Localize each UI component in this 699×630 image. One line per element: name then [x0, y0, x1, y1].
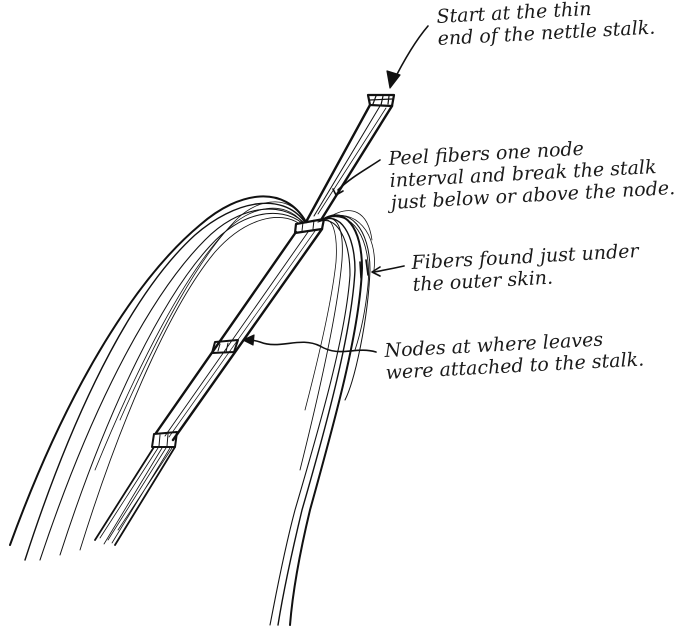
stalk-lower	[95, 229, 322, 545]
left-fiber-bundle	[10, 196, 306, 560]
stalk-top	[306, 95, 394, 222]
